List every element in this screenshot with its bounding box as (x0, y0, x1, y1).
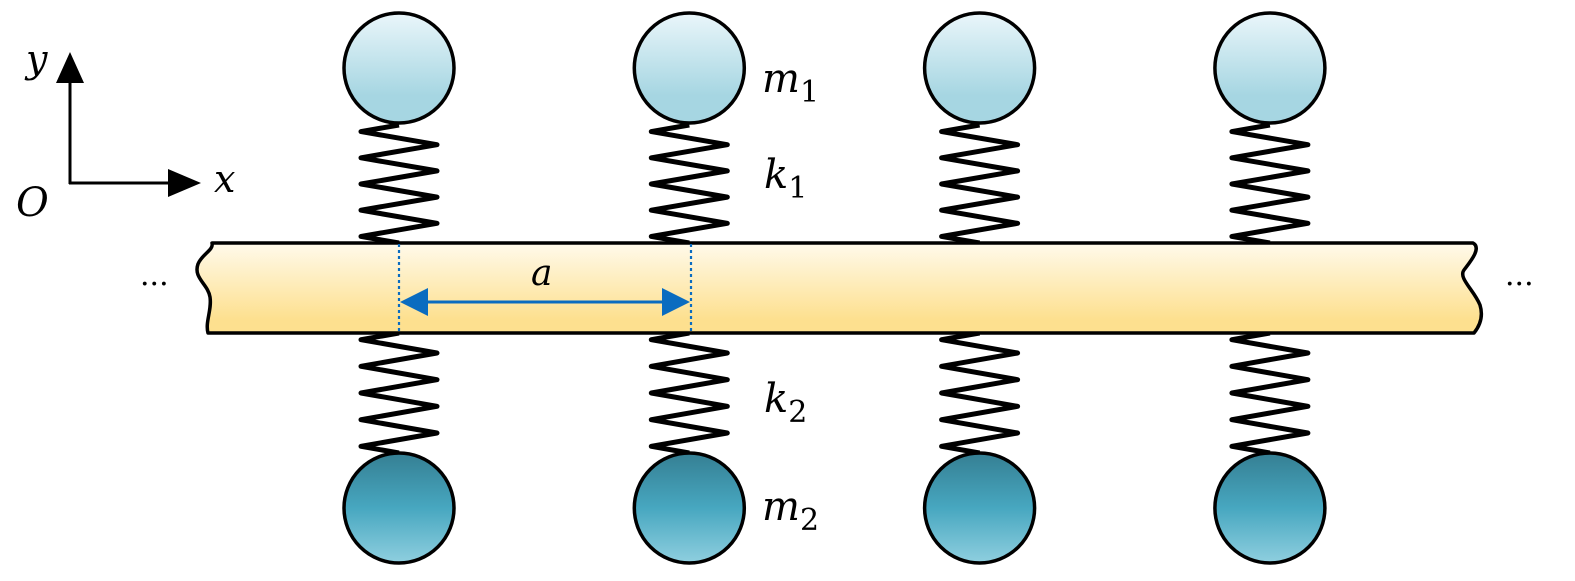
origin-label: O (16, 180, 49, 226)
label-m1-subscript: 1 (800, 75, 819, 110)
spring-k1 (1229, 122, 1311, 246)
label-k2: k2 (764, 376, 807, 430)
spring-k1 (648, 122, 730, 246)
label-m1-symbol: m (762, 56, 800, 102)
label-k1-symbol: k (764, 152, 788, 198)
label-m2: m2 (762, 484, 819, 538)
mass-m2 (342, 451, 456, 565)
spring-k1 (358, 122, 440, 246)
x-axis-label: x (214, 157, 235, 201)
ellipsis-left: ··· (140, 267, 169, 302)
lattice-constant-label: a (531, 253, 552, 294)
coordinate-axes: y x O (16, 37, 235, 226)
masses (342, 11, 1327, 565)
mass-m2 (1213, 451, 1327, 565)
spring-k1 (939, 122, 1021, 246)
x-axis-arrowhead-icon (168, 169, 201, 197)
y-axis-label: y (24, 37, 48, 81)
ellipsis-right: ··· (1505, 267, 1534, 302)
label-m2-subscript: 2 (800, 503, 819, 538)
mass-m2 (922, 451, 1037, 565)
label-m1: m1 (762, 56, 819, 110)
label-m2-symbol: m (762, 484, 800, 530)
spring-k2 (1229, 330, 1311, 456)
label-k1-subscript: 1 (788, 171, 807, 206)
lattice-constant-dimension: a (397, 244, 693, 333)
mass-m1 (342, 11, 456, 125)
spring-k2 (358, 330, 440, 456)
springs (358, 122, 1311, 456)
host-beam (195, 241, 1484, 335)
mass-m1 (922, 11, 1037, 125)
label-k2-symbol: k (764, 376, 788, 422)
dimension-arrowhead-right-icon (662, 288, 690, 316)
dimension-arrowhead-left-icon (400, 288, 428, 316)
mass-m1 (1213, 11, 1327, 125)
mass-m2 (632, 451, 747, 565)
spring-k2 (648, 330, 730, 456)
label-k2-subscript: 2 (788, 395, 807, 430)
y-axis-arrowhead-icon (56, 52, 84, 83)
mass-m1 (632, 11, 747, 125)
label-k1: k1 (764, 152, 807, 206)
spring-k2 (939, 330, 1021, 456)
